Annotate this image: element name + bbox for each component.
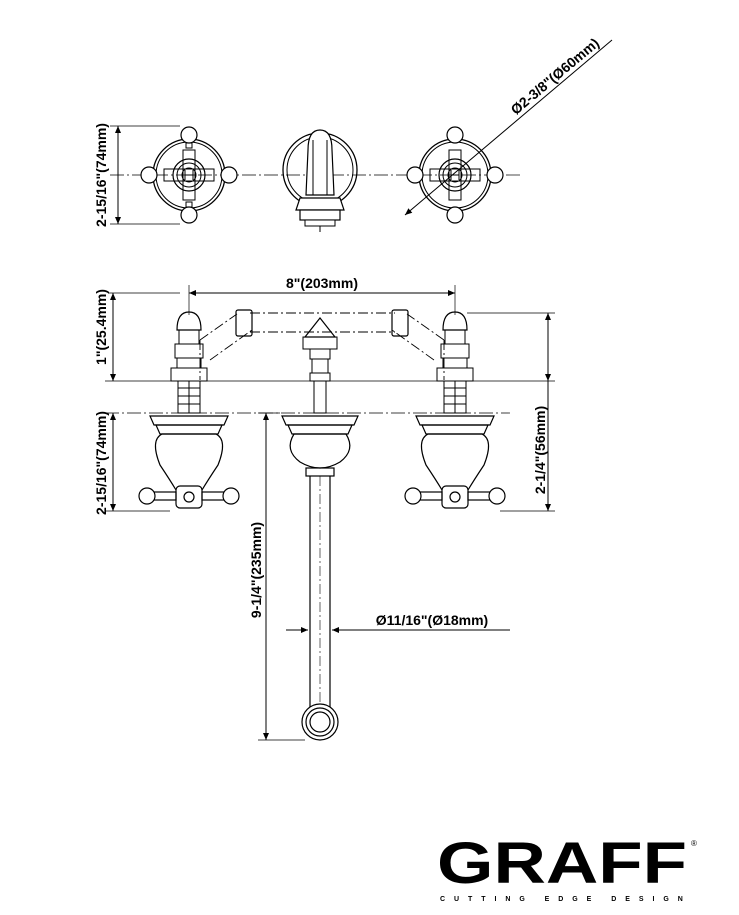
brand-name: GRAFF (437, 831, 687, 896)
left-handle-top-view (140, 126, 238, 224)
spout-rise-label: 1"(25.4mm) (93, 289, 109, 365)
handle-height-top-label: 2-15/16"(74mm) (93, 123, 109, 227)
left-handle-front (138, 415, 240, 509)
handle-projection-label: 2-1/4"(56mm) (532, 406, 548, 494)
right-handle-top-view (406, 126, 504, 224)
spout-front (281, 415, 359, 741)
spout-length-label: 9-1/4"(235mm) (248, 522, 264, 618)
spout-valve-body (302, 317, 338, 414)
handle-height-front-label: 2-15/16"(74mm) (93, 411, 109, 515)
center-spread-label: 8"(203mm) (286, 275, 358, 291)
brand-tagline: CUTTING EDGE DESIGN (440, 896, 688, 903)
graff-logo: GRAFF ® CUTTING EDGE DESIGN (437, 831, 697, 903)
top-view (110, 39, 613, 232)
left-valve-body (170, 311, 208, 414)
spout-top-view (282, 129, 358, 232)
escutcheon-diameter-label: Ø2-3/8"(Ø60mm) (507, 35, 602, 118)
right-handle-front (404, 415, 506, 509)
front-view (105, 285, 555, 741)
right-valve-body (436, 311, 474, 414)
spout-diameter-label: Ø11/16"(Ø18mm) (376, 612, 488, 628)
registered-mark: ® (691, 839, 697, 848)
